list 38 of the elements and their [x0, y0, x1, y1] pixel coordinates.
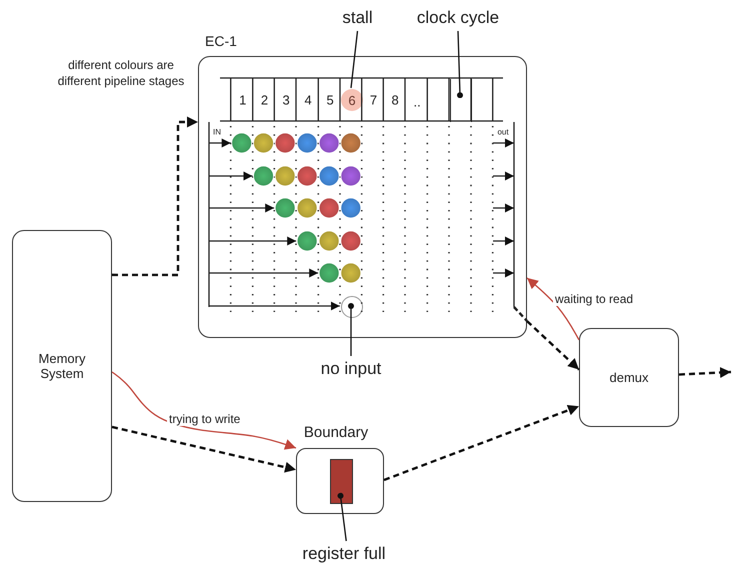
clock-cycle-cell: [450, 79, 472, 122]
box-label: demux: [608, 370, 650, 385]
annotation-arrow: [112, 371, 296, 450]
cycle-number: 1: [239, 92, 246, 108]
memory-system-box: [12, 230, 112, 502]
cycle-number: ..: [414, 94, 421, 110]
leader-line: [338, 492, 347, 542]
dashed-arrow: [384, 404, 580, 482]
cycle-number: 4: [304, 92, 312, 108]
annotation-text: no input: [305, 356, 397, 382]
cycle-number: 2: [260, 92, 268, 108]
annotation-text: register full: [288, 541, 400, 566]
cycle-number: 8: [392, 92, 399, 108]
box-heading: Boundary: [302, 424, 370, 441]
dashed-arrow: [526, 320, 580, 370]
cycle-number: 7: [370, 92, 378, 108]
dashed-arrow: [678, 367, 732, 378]
dashed-arrow: [112, 116, 198, 276]
annotation-arrow: [526, 277, 580, 340]
edge-label: trying to write: [167, 412, 242, 426]
register-bar: [330, 459, 353, 504]
box-label: Memory System: [38, 351, 86, 381]
empty-slot-circle: [341, 296, 363, 318]
leader-line: [457, 30, 463, 98]
note-text: different colours are different pipeline stages: [56, 58, 186, 90]
cycle-number: 5: [326, 92, 334, 108]
dashed-arrow: [112, 426, 296, 473]
annotation-text: stall: [330, 5, 385, 31]
annotation-text: clock cycle: [403, 5, 513, 31]
cycle-number: 3: [282, 92, 290, 108]
leader-line: [350, 30, 358, 88]
input-label: IN: [213, 128, 221, 136]
demux-box: [579, 328, 679, 427]
output-label: out: [497, 128, 509, 136]
box-heading: EC-1: [205, 33, 237, 49]
edge-label: waiting to read: [553, 292, 636, 306]
stalled-cycle-marker: 6: [341, 89, 363, 111]
leader-line: [348, 303, 354, 356]
